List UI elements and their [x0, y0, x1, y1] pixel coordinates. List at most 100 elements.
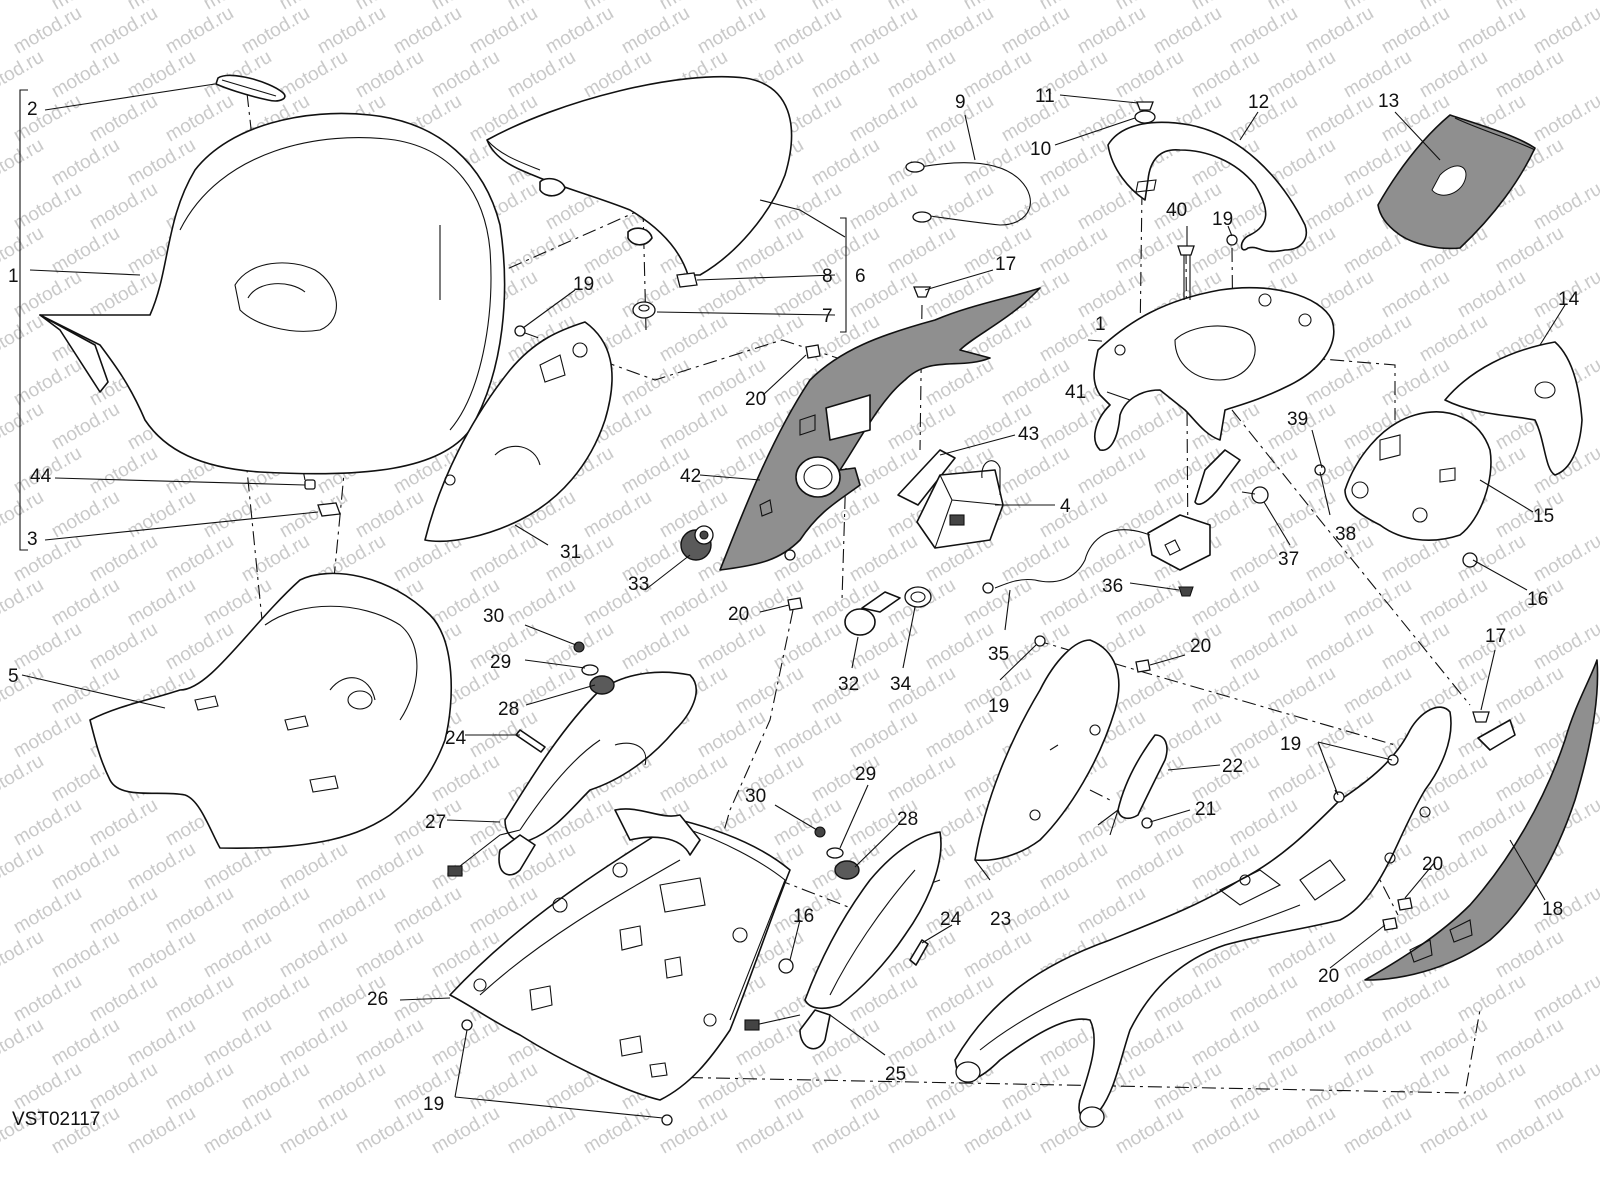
callout-15: 15	[1533, 506, 1554, 527]
watermark-text: motod.ru	[314, 883, 389, 939]
clip-20c	[1135, 659, 1151, 673]
callout-16: 16	[1527, 589, 1548, 610]
watermark-text: motod.ru	[10, 707, 85, 763]
group-brackets	[19, 89, 847, 551]
rear-light-housing	[1344, 411, 1492, 541]
seat-lock-33	[680, 525, 714, 561]
watermark-text: motod.ru	[238, 1059, 313, 1115]
watermark-text: motod.ru	[846, 179, 921, 235]
watermark-text: motod.ru	[1112, 839, 1187, 895]
leader-lines	[21, 83, 1566, 1119]
watermark-text: motod.ru	[998, 355, 1073, 411]
watermark-text: motod.ru	[428, 751, 503, 807]
watermark-text: motod.ru	[0, 751, 47, 807]
callout-17: 17	[995, 254, 1016, 275]
callout-3: 3	[27, 529, 38, 550]
watermark-text: motod.ru	[1226, 971, 1301, 1027]
nut-30a	[573, 641, 585, 653]
watermark-text: motod.ru	[1454, 971, 1529, 1027]
watermark-text: motod.ru	[162, 91, 237, 147]
callout-20: 20	[1422, 854, 1443, 875]
watermark-text: motod.ru	[1530, 883, 1600, 939]
watermark-text: motod.ru	[1188, 1103, 1263, 1159]
watermark-text: motod.ru	[998, 443, 1073, 499]
watermark-text: motod.ru	[846, 531, 921, 587]
screw-16b	[778, 958, 794, 974]
callout-17: 17	[1485, 626, 1506, 647]
watermark-text: motod.ru	[200, 1103, 275, 1159]
callout-34: 34	[890, 674, 912, 695]
watermark-text: motod.ru	[694, 619, 769, 675]
clip-44	[304, 479, 316, 490]
callout-40: 40	[1166, 200, 1187, 221]
watermark-text: motod.ru	[694, 1059, 769, 1115]
rider-seat	[39, 112, 506, 475]
watermark-text: motod.ru	[656, 751, 731, 807]
watermark-text: motod.ru	[1340, 311, 1415, 367]
watermark-text: motod.ru	[1112, 223, 1187, 279]
watermark-text: motod.ru	[200, 1015, 275, 1071]
washer-10	[1134, 110, 1156, 124]
watermark-text: motod.ru	[960, 1103, 1035, 1159]
callout-33: 33	[628, 574, 649, 595]
callout-13: 13	[1378, 91, 1399, 112]
watermark-text: motod.ru	[846, 707, 921, 763]
watermark-text: motod.ru	[238, 971, 313, 1027]
watermark-text: motod.ru	[276, 47, 351, 103]
nut-30b	[814, 826, 826, 838]
watermark-text: motod.ru	[1530, 531, 1600, 587]
watermark-text: motod.ru	[1074, 3, 1149, 59]
watermark-text: motod.ru	[846, 91, 921, 147]
watermark-text: motod.ru	[1530, 971, 1600, 1027]
watermark-text: motod.ru	[1302, 3, 1377, 59]
watermark-text: motod.ru	[162, 883, 237, 939]
watermark-text: motod.ru	[48, 1015, 123, 1071]
watermark-text: motod.ru	[0, 0, 47, 14]
callout-18: 18	[1542, 899, 1563, 920]
pin-24b	[909, 939, 929, 966]
watermark-text: motod.ru	[0, 135, 47, 191]
watermark-text: motod.ru	[1226, 1059, 1301, 1115]
watermark-text: motod.ru	[1378, 355, 1453, 411]
watermark-text: motod.ru	[770, 795, 845, 851]
watermark-text: motod.ru	[162, 3, 237, 59]
watermark-text: motod.ru	[314, 1059, 389, 1115]
watermark-text: motod.ru	[86, 3, 161, 59]
watermark-text: motod.ru	[238, 531, 313, 587]
watermark-text: motod.ru	[580, 487, 655, 543]
callout-30: 30	[745, 786, 766, 807]
watermark-text: motod.ru	[1226, 619, 1301, 675]
callout-31: 31	[560, 542, 581, 563]
screw-21	[1141, 817, 1153, 829]
watermark-text: motod.ru	[314, 3, 389, 59]
watermark-text: motod.ru	[884, 1015, 959, 1071]
watermark-text: motod.ru	[1188, 575, 1263, 631]
watermark-text: motod.ru	[656, 575, 731, 631]
watermark-text: motod.ru	[732, 663, 807, 719]
watermark-text: motod.ru	[48, 927, 123, 983]
nut-34	[904, 586, 932, 608]
watermark-text: motod.ru	[0, 399, 47, 455]
washer-29a	[581, 664, 599, 676]
right-side-fairing	[974, 639, 1120, 862]
watermark-text: motod.ru	[808, 1103, 883, 1159]
watermark-text: motod.ru	[200, 487, 275, 543]
watermark-text: motod.ru	[124, 1015, 199, 1071]
watermark-text: motod.ru	[1340, 1015, 1415, 1071]
callout-20: 20	[1190, 636, 1211, 657]
left-lower-bracket	[447, 671, 697, 877]
watermark-text: motod.ru	[1492, 1103, 1567, 1159]
watermark-text: motod.ru	[504, 47, 579, 103]
watermark-text: motod.ru	[846, 1059, 921, 1115]
watermark-text: motod.ru	[1036, 839, 1111, 895]
callout-43: 43	[1018, 424, 1039, 445]
watermark-text: motod.ru	[1302, 91, 1377, 147]
watermark-text: motod.ru	[1454, 1059, 1529, 1115]
watermark-text: motod.ru	[884, 135, 959, 191]
callout-42: 42	[680, 466, 701, 487]
clip-20e	[1382, 917, 1398, 931]
callout-39: 39	[1287, 409, 1308, 430]
watermark-text: motod.ru	[1492, 663, 1567, 719]
